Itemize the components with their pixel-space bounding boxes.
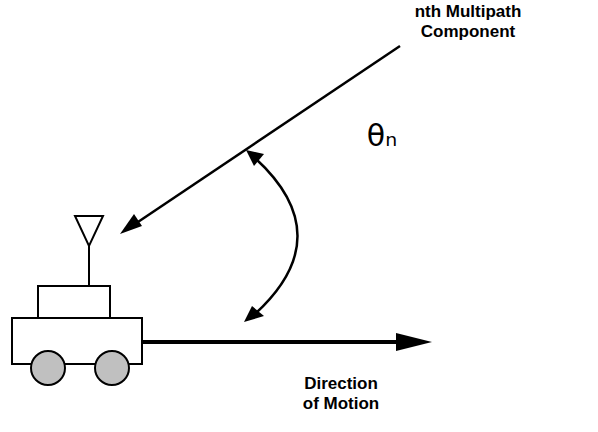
vehicle (12, 216, 142, 385)
angle-arc (244, 150, 298, 322)
component-label: nth Multipath Component (393, 2, 543, 42)
motion-label: Direction of Motion (296, 374, 386, 414)
motion-arrow (142, 333, 432, 351)
incident-wave-arrow (120, 46, 400, 234)
angle-symbol: θₙ (352, 118, 412, 154)
